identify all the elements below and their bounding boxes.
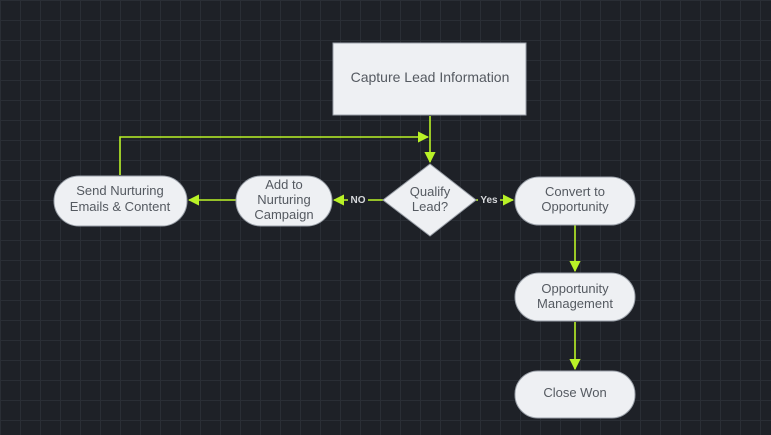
yes-label-bg	[478, 193, 500, 206]
node-send-nurturing-line1: Send Nurturing	[76, 183, 163, 198]
node-send-nurturing-line2: Emails & Content	[70, 199, 171, 214]
node-capture-lead-label: Capture Lead Information	[351, 69, 510, 85]
node-opportunity-management-line2: Management	[537, 296, 613, 311]
node-add-nurturing-line1: Add to	[265, 177, 303, 192]
no-label-bg	[348, 193, 368, 206]
connectors	[119, 116, 581, 371]
node-opportunity-management[interactable]: Opportunity Management	[514, 272, 636, 322]
node-convert-opportunity-line2: Opportunity	[541, 199, 609, 214]
node-qualify-lead-line1: Qualify	[410, 184, 451, 199]
node-qualify-lead-line2: Lead?	[412, 199, 448, 214]
edge-send-loop-back	[119, 131, 430, 175]
node-add-nurturing-line2: Nurturing	[257, 192, 310, 207]
node-add-nurturing[interactable]: Add to Nurturing Campaign	[235, 175, 333, 227]
node-opportunity-management-line1: Opportunity	[541, 281, 609, 296]
node-qualify-lead[interactable]: Qualify Lead?	[382, 163, 477, 237]
node-close-won-label: Close Won	[543, 385, 606, 400]
edge-label-no: NO	[351, 195, 366, 206]
node-send-nurturing[interactable]: Send Nurturing Emails & Content	[53, 175, 188, 227]
node-capture-lead[interactable]: Capture Lead Information	[332, 42, 527, 116]
node-add-nurturing-line3: Campaign	[254, 207, 313, 222]
node-convert-opportunity[interactable]: Convert to Opportunity	[514, 176, 636, 226]
edge-label-yes: Yes	[480, 195, 498, 206]
node-close-won[interactable]: Close Won	[514, 370, 636, 419]
node-convert-opportunity-line1: Convert to	[545, 184, 605, 199]
